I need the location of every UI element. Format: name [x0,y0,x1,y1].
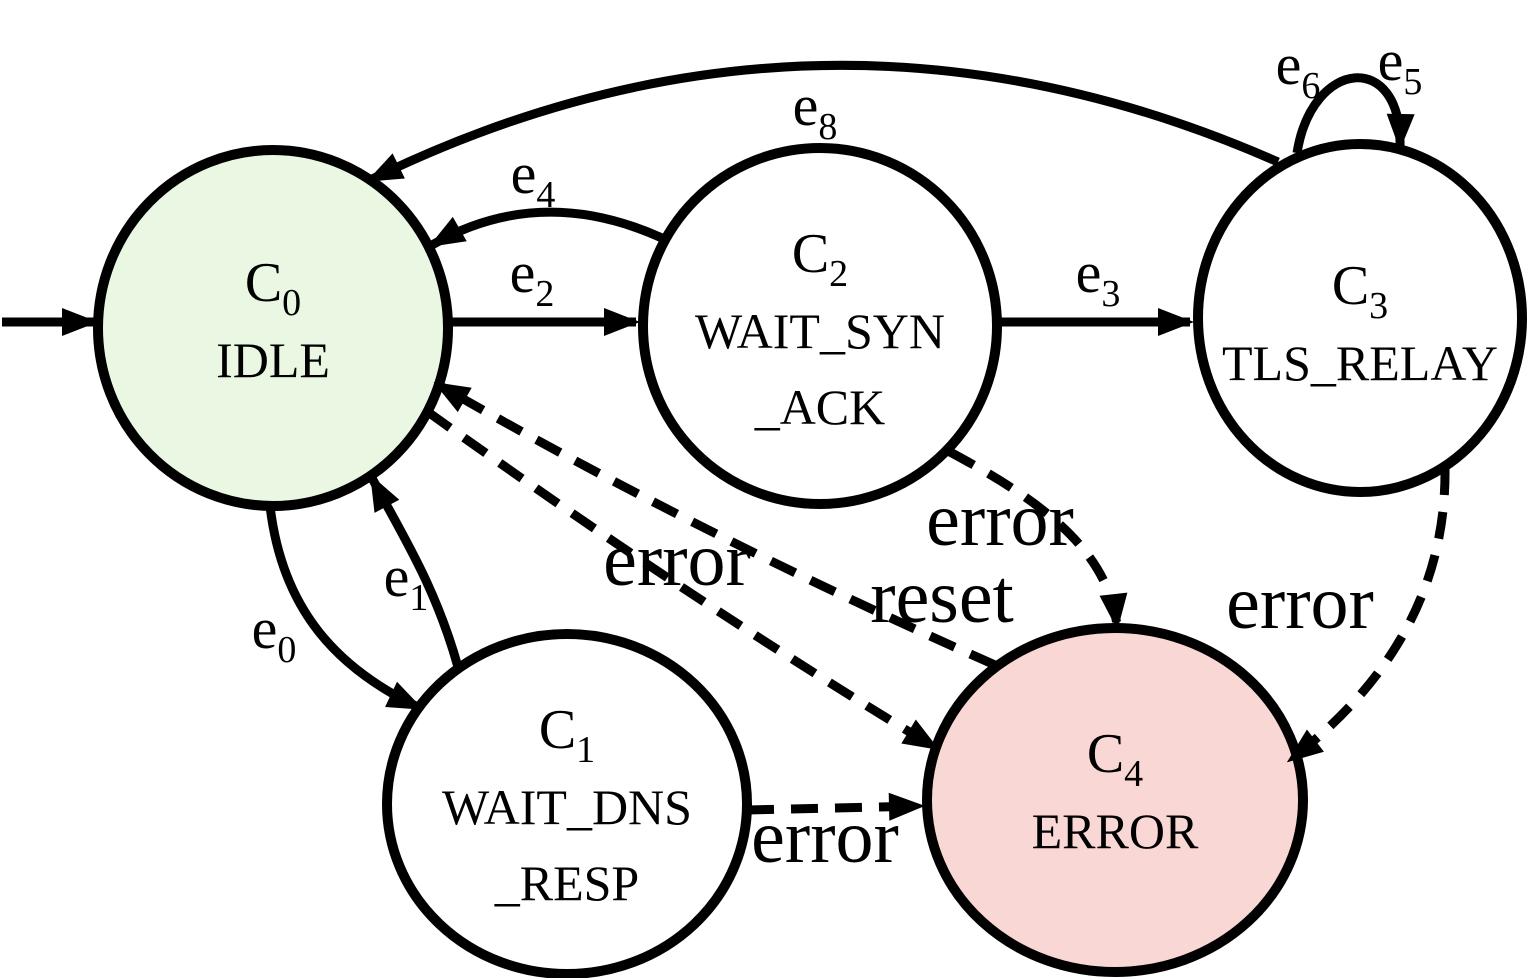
state-c4-id: C4 [1087,723,1143,795]
label-base: e [1276,32,1302,97]
label-base: e [1378,28,1404,93]
transition-error-c3-c4 [1286,467,1450,764]
state-id-subscript: 1 [576,729,595,771]
state-c2-name-line2: _ACK [754,379,886,435]
label-subscript: 5 [1403,61,1422,103]
transition-e5-e6-c3-self-loop [1292,73,1415,154]
label-base: e [252,596,278,661]
edge-label-e0: e0 [252,596,297,671]
label-subscript: 6 [1301,65,1320,107]
state-c2-id: C2 [792,223,848,295]
edge-label-e1: e1 [384,544,429,619]
transition-e1-c1-c0 [368,474,463,669]
transition-error-c1-c4 [746,792,925,821]
transition-reset-c4-c0 [433,380,997,670]
edge-label-e5: e5 [1378,28,1423,103]
edge-label-e2: e2 [510,240,555,315]
edge-label-e8: e8 [793,73,838,148]
label-subscript: 3 [1101,273,1120,315]
state-id-base: C [539,699,576,761]
state-id-subscript: 4 [1124,753,1143,795]
state-c0-name: IDLE [216,332,330,388]
label-base: e [793,73,819,138]
state-c3-tls-relay [1193,139,1527,497]
transition-e0-c0-c1 [265,505,424,713]
state-id-subscript: 3 [1369,285,1388,327]
transition-e8-c3-c0 [366,60,1280,185]
state-c0-idle [93,145,453,511]
label-base: e [1076,240,1102,305]
state-id-base: C [1087,723,1124,785]
edge-label-e4: e4 [511,141,556,216]
edge-label-reset-c4-c0: reset [870,555,1013,639]
label-subscript: 0 [277,629,296,671]
state-id-subscript: 0 [282,282,301,324]
state-c3-id: C3 [1332,255,1388,327]
transition-error-c2-c4 [947,448,1128,630]
state-c4-error [922,623,1308,977]
state-c1-id: C1 [539,699,595,771]
state-id-base: C [792,223,829,285]
label-subscript: 1 [409,577,428,619]
state-c3-name: TLS_RELAY [1222,335,1498,391]
state-c1-name-line1: WAIT_DNS [442,779,692,835]
state-c0-id: C0 [245,252,301,324]
edge-label-e3: e3 [1076,240,1121,315]
label-subscript: 2 [535,273,554,315]
label-base: e [384,544,410,609]
state-c1-name-line2: _RESP [494,855,640,911]
state-id-base: C [245,252,282,314]
edge-label-error-c3-c4: error [1226,561,1374,645]
state-id-subscript: 2 [829,253,848,295]
state-c1-wait-dns-resp [382,629,752,978]
edge-label-error-c1-c4: error [751,795,899,879]
state-id-base: C [1332,255,1369,317]
label-base: e [510,240,536,305]
transition-e4-c2-c0 [428,207,664,249]
state-c4-name: ERROR [1032,803,1199,859]
label-subscript: 4 [536,174,555,216]
edge-label-error-c2-c4: error [926,478,1074,562]
label-subscript: 8 [818,106,837,148]
transition-error-c0-c4 [425,408,940,752]
state-c2-name-line1: WAIT_SYN [695,303,945,359]
edge-label-e6: e6 [1276,32,1321,107]
label-base: e [511,141,537,206]
edge-label-error-c0-c4: error [603,518,751,602]
